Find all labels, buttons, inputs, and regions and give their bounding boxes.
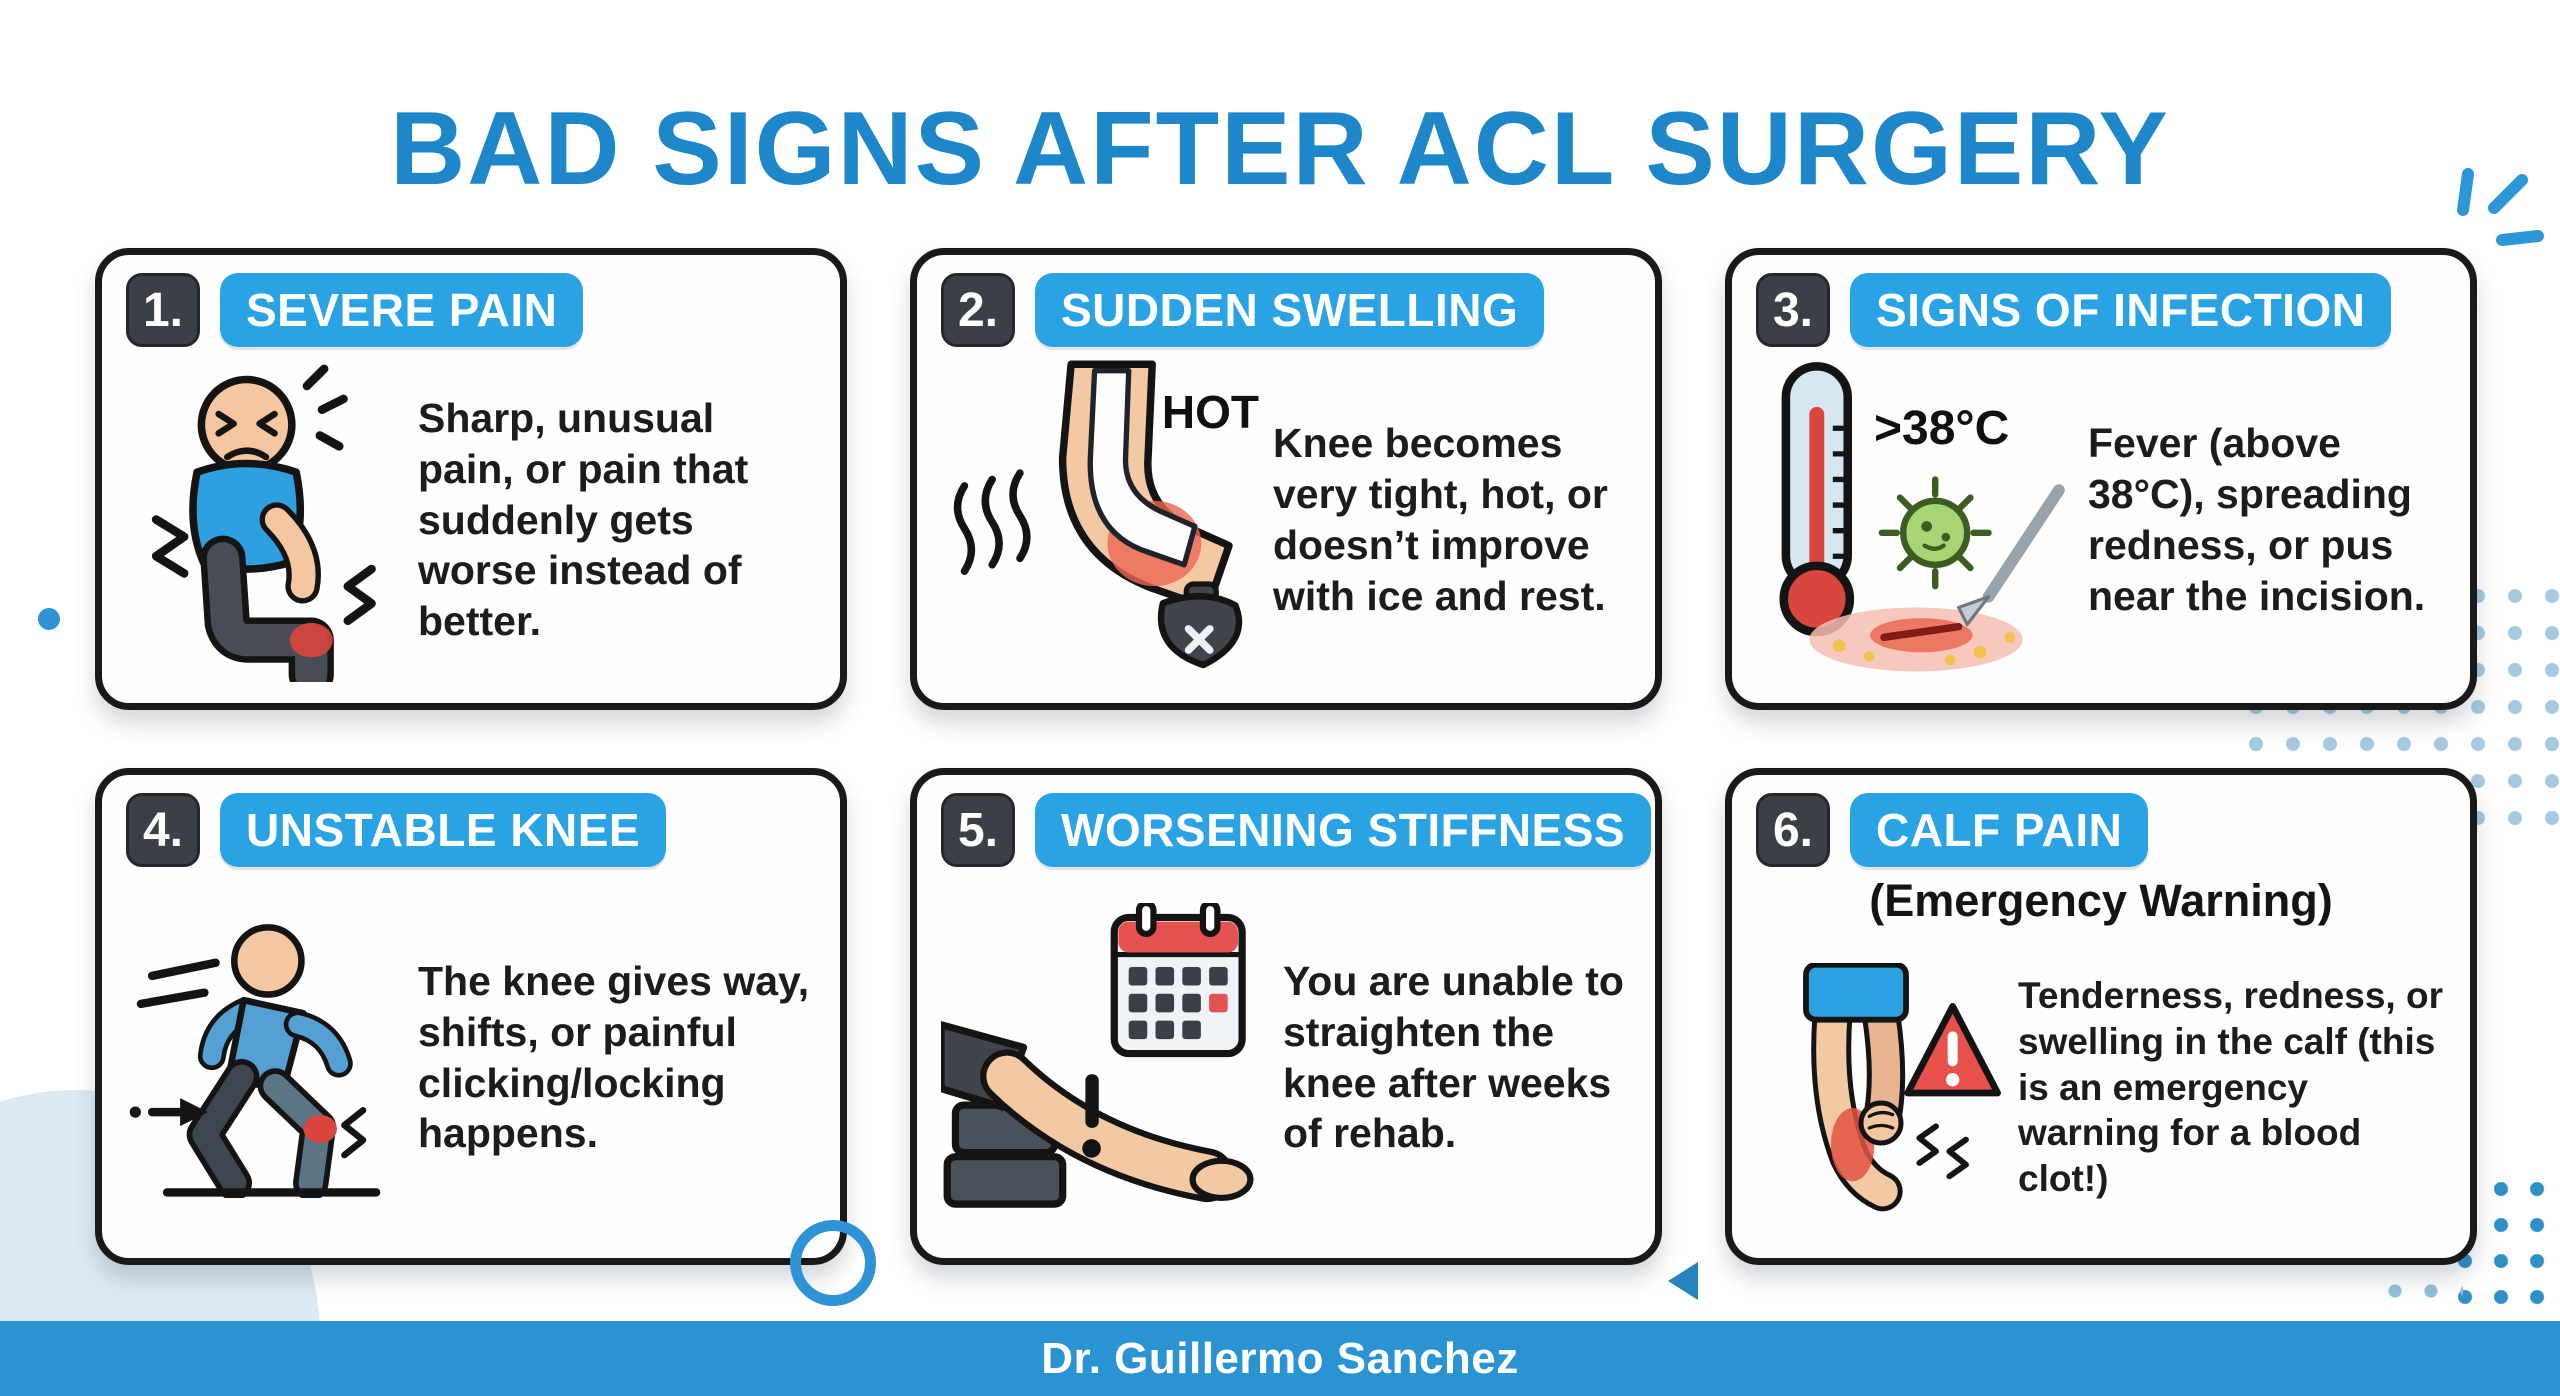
circle-outline-decoration	[790, 1220, 876, 1306]
card-1-text: Sharp, unusual pain, or pain that sudden…	[418, 394, 749, 645]
page-title: BAD SIGNS AFTER ACL SURGERY	[390, 90, 2170, 207]
sparkle-icon	[2457, 168, 2544, 246]
card-1-body: Sharp, unusual pain, or pain that sudden…	[126, 355, 816, 685]
card-2-number-badge: 2.	[941, 273, 1015, 347]
card-4-body: The knee gives way, shifts, or painful c…	[126, 875, 816, 1240]
card-unstable-knee: 4. UNSTABLE KNEE	[95, 768, 847, 1265]
bent-leg-calendar-icon	[941, 902, 1254, 1208]
card-5-text: You are unable to straighten the knee af…	[1283, 957, 1624, 1157]
card-3-text: Fever (above 38°C), spreading redness, o…	[2088, 420, 2426, 619]
card-4-number-badge: 4.	[126, 793, 200, 867]
card-3-number-badge: 3.	[1756, 273, 1830, 347]
card-2-body: HOT Knee becomes very tight, hot, or doe…	[941, 355, 1631, 685]
card-6-body: Tenderness, redness, or swelling in the …	[1756, 935, 2446, 1240]
author-name: Dr. Guillermo Sanchez	[1041, 1333, 1519, 1383]
card-5-header: 5. WORSENING STIFFNESS	[941, 793, 1652, 867]
card-2-header: 2. SUDDEN SWELLING	[941, 273, 1631, 347]
card-signs-of-infection: 3. SIGNS OF INFECTION >38°C	[1725, 248, 2477, 710]
card-4-icon-box	[126, 875, 406, 1240]
severe-pain-person-icon	[151, 364, 376, 682]
temperature-label: >38°C	[1874, 402, 2010, 455]
left-triangle-decoration	[1668, 1262, 1698, 1300]
card-2-icon-box: HOT	[941, 355, 1261, 685]
card-4-title-badge: UNSTABLE KNEE	[220, 793, 667, 867]
footer-bar: Dr. Guillermo Sanchez	[0, 1321, 2560, 1396]
card-5-title-badge: WORSENING STIFFNESS	[1035, 793, 1652, 867]
card-5-body: You are unable to straighten the knee af…	[941, 875, 1631, 1240]
hot-label: HOT	[1161, 386, 1259, 438]
card-1-title-badge: SEVERE PAIN	[220, 273, 584, 347]
card-severe-pain: 1. SEVERE PAIN	[95, 248, 847, 710]
swollen-knee-ice-pack-icon	[953, 360, 1243, 669]
card-3-title-badge: SIGNS OF INFECTION	[1850, 273, 2392, 347]
card-2-text: Knee becomes very tight, hot, or doesn’t…	[1273, 420, 1608, 619]
card-1-number-badge: 1.	[126, 273, 200, 347]
calf-pain-warning-icon	[1803, 962, 2001, 1211]
card-6-header: 6. CALF PAIN	[1756, 793, 2446, 867]
card-6-title-badge: CALF PAIN	[1850, 793, 2149, 867]
card-6-subtitle: (Emergency Warning)	[1869, 875, 2333, 926]
card-1-icon-box	[126, 355, 406, 685]
card-2-title-badge: SUDDEN SWELLING	[1035, 273, 1545, 347]
card-6-text: Tenderness, redness, or swelling in the …	[2018, 974, 2443, 1200]
thermometer-germ-incision-icon	[1779, 362, 2065, 672]
card-1-header: 1. SEVERE PAIN	[126, 273, 816, 347]
card-3-header: 3. SIGNS OF INFECTION	[1756, 273, 2446, 347]
card-4-text: The knee gives way, shifts, or painful c…	[418, 957, 810, 1157]
card-4-header: 4. UNSTABLE KNEE	[126, 793, 816, 867]
card-worsening-stiffness: 5. WORSENING STIFFNESS	[910, 768, 1662, 1265]
card-6-icon-box	[1756, 935, 2006, 1240]
card-sudden-swelling: 2. SUDDEN SWELLING HOT Knee becomes ver	[910, 248, 1662, 710]
card-3-icon-box: >38°C	[1756, 355, 2076, 685]
card-5-icon-box	[941, 875, 1271, 1240]
stumbling-person-icon	[129, 923, 381, 1198]
card-6-number-badge: 6.	[1756, 793, 1830, 867]
card-calf-pain: 6. CALF PAIN (Emergency Warning)	[1725, 768, 2477, 1265]
card-3-body: >38°C	[1756, 355, 2446, 685]
card-5-number-badge: 5.	[941, 793, 1015, 867]
dot-decoration	[38, 608, 60, 630]
